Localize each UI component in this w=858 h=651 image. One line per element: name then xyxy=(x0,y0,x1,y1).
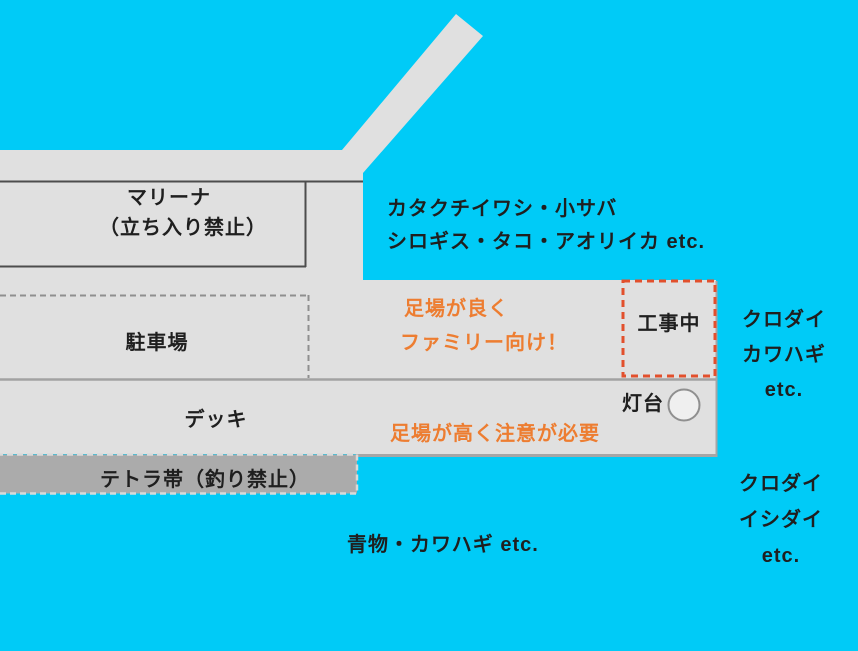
construction-label: 工事中 xyxy=(637,313,701,335)
east-fish-line1: クロダイ xyxy=(742,309,826,331)
marina-label: マリーナ xyxy=(127,187,211,209)
southeast-fish-line3: etc. xyxy=(761,545,801,567)
construction-zone-border xyxy=(621,279,717,378)
marina-restriction-label: （立ち入り禁止） xyxy=(99,217,267,239)
east-fish-list: クロダイ カワハギ etc. xyxy=(742,303,826,408)
tetra-zone xyxy=(0,453,359,495)
pier-landmass xyxy=(0,14,716,454)
lighthouse-label: 灯台 xyxy=(622,393,664,415)
family-note-line2: ファミリー向け！ xyxy=(400,332,568,354)
southeast-fish-line1: クロダイ xyxy=(739,473,823,495)
east-fish-line2: カワハギ xyxy=(742,344,826,366)
east-fish-line3: etc. xyxy=(764,379,804,401)
southeast-fish-line2: イシダイ xyxy=(739,509,823,531)
deck-label: デッキ xyxy=(184,409,248,431)
southeast-fish-list: クロダイ イシダイ etc. xyxy=(739,466,823,574)
north-fish-line1: カタクチイワシ・小サバ xyxy=(387,198,618,220)
lighthouse-icon xyxy=(667,388,701,422)
south-fish-label: 青物・カワハギ etc. xyxy=(347,534,539,556)
family-note-line1: 足場が良く xyxy=(404,298,509,320)
caution-note: 足場が高く注意が必要 xyxy=(390,423,600,445)
parking-label: 駐車場 xyxy=(125,332,189,354)
tetra-zone-label: テトラ帯（釣り禁止） xyxy=(100,469,310,491)
north-fish-line2: シロギス・タコ・アオリイカ etc. xyxy=(387,231,706,253)
